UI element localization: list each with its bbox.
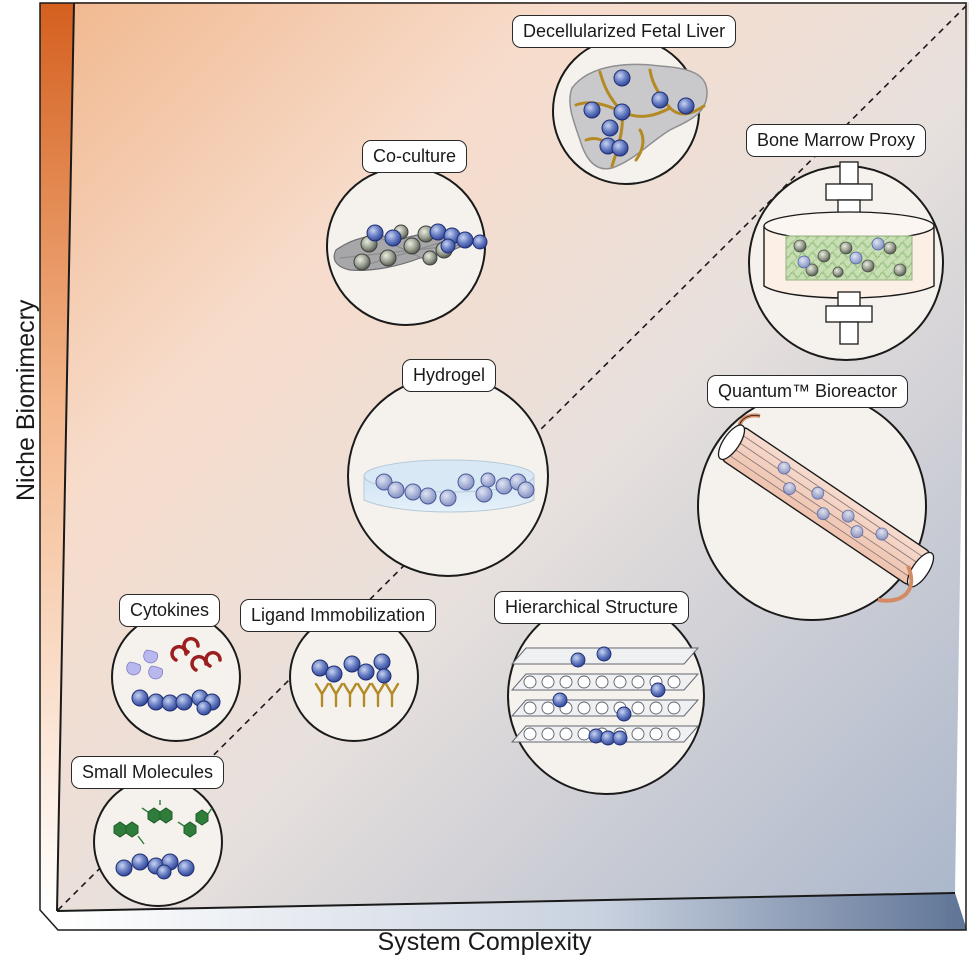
bioreactor-chamber-icon: [763, 161, 935, 345]
node-decellularized-fetal-liver: [552, 37, 708, 185]
node-ligand-immobilization: [289, 612, 419, 742]
label-hydrogel: Hydrogel: [402, 359, 497, 392]
cytokine-protein-icons: [126, 636, 222, 680]
node-quantum-bioreactor: [697, 391, 935, 621]
label-hierarchical-structure: Hierarchical Structure: [494, 591, 690, 624]
node-hierarchical-structure: [507, 597, 705, 795]
immobilized-ligand-icons: [314, 682, 400, 708]
y-axis-wedge: [40, 3, 74, 910]
y-axis-title: Niche Biomimecry: [12, 299, 40, 501]
hollow-fiber-cartridge-icon: [717, 424, 935, 588]
label-small-molecules: Small Molecules: [71, 756, 225, 789]
frame-outline: [39, 2, 967, 931]
node-bone-marrow-proxy: [748, 161, 944, 361]
label-quantum-bioreactor: Quantum™ Bioreactor: [707, 375, 909, 408]
x-axis-line: [56, 892, 956, 912]
label-bone-marrow-proxy: Bone Marrow Proxy: [746, 124, 927, 157]
small-molecule-icons: [113, 807, 209, 838]
node-small-molecules: [93, 777, 223, 907]
x-axis-wedge: [57, 893, 967, 930]
node-co-culture: [326, 166, 488, 326]
node-cytokines: [111, 612, 241, 742]
label-cytokines: Cytokines: [119, 594, 221, 627]
label-co-culture: Co-culture: [362, 140, 468, 173]
layered-scaffold-icon: [510, 646, 700, 746]
node-hydrogel: [347, 375, 549, 577]
x-axis-title: System Complexity: [377, 928, 592, 956]
label-decellularized-fetal-liver: Decellularized Fetal Liver: [512, 15, 737, 48]
label-ligand-immobilization: Ligand Immobilization: [240, 599, 437, 632]
y-axis-line: [56, 2, 75, 912]
